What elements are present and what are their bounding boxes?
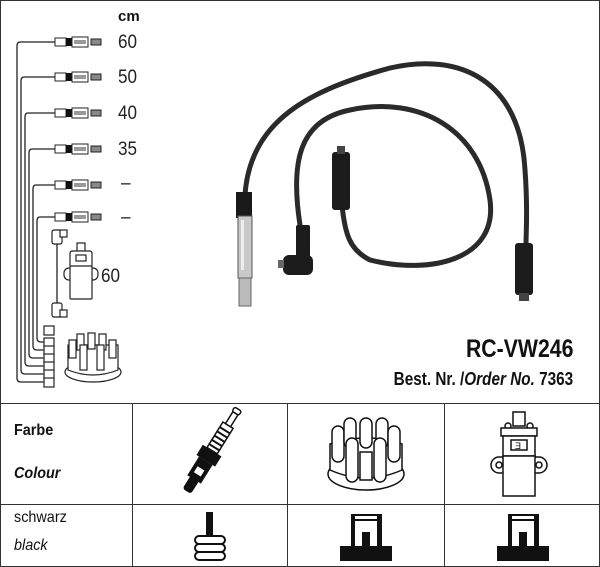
lead-length-4: 35 bbox=[118, 139, 138, 160]
straight-spark-plug-connector bbox=[236, 192, 253, 307]
small-ignition-coil-icon bbox=[63, 242, 99, 300]
distributor-connector-icon bbox=[340, 513, 392, 561]
svg-text:Ǝ: Ǝ bbox=[515, 441, 521, 451]
lead-wire-3 bbox=[24, 112, 55, 367]
lead-schematic bbox=[16, 36, 122, 388]
lead-wire-5 bbox=[32, 184, 55, 351]
coil-connector-cell bbox=[444, 504, 600, 567]
angled-spark-plug-connector bbox=[278, 225, 313, 275]
colour-value-en: black bbox=[14, 537, 48, 554]
short-lead-cable bbox=[294, 104, 494, 268]
lead-wire-6 bbox=[36, 216, 55, 343]
spark-plug-connector-icon bbox=[194, 511, 226, 561]
spark-plug-icon bbox=[183, 406, 242, 493]
lead-wire-2 bbox=[20, 76, 55, 375]
coil-connector-icon bbox=[497, 513, 549, 561]
distributor-connector-long-lead bbox=[515, 243, 533, 301]
distributor-cap-icon bbox=[327, 417, 405, 491]
order-number: 7363 bbox=[538, 369, 573, 389]
coil-connector-short-lead bbox=[332, 146, 350, 210]
product-code: RC-VW246 bbox=[465, 335, 573, 363]
lead-length-2: 50 bbox=[118, 67, 138, 88]
colour-header-cell: Farbe Colour bbox=[0, 403, 133, 505]
table-row: schwarz black bbox=[0, 504, 600, 567]
order-number-line: Best. Nr. /Order No. 7363 bbox=[394, 369, 573, 390]
colour-header-en: Colour bbox=[14, 465, 61, 482]
spark-plug-header-cell bbox=[132, 403, 288, 505]
colour-value-de: schwarz bbox=[14, 509, 67, 526]
colour-table: Farbe Colour bbox=[0, 403, 600, 567]
table-header-row: Farbe Colour bbox=[0, 403, 600, 505]
lead-set-diagram: cm bbox=[16, 8, 573, 390]
unit-label: cm bbox=[118, 8, 140, 25]
coil-lead-plugs bbox=[51, 229, 68, 318]
order-prefix-de: Best. Nr. bbox=[393, 369, 456, 389]
terminal-boots bbox=[43, 325, 55, 388]
ignition-leads-photo bbox=[236, 61, 533, 307]
distributor-cap-header-cell bbox=[287, 403, 445, 505]
spark-plug-connector-cell bbox=[132, 504, 288, 567]
lead-length-1: 60 bbox=[118, 32, 138, 53]
order-separator: / bbox=[459, 369, 465, 389]
order-label-en: Order No. bbox=[464, 369, 535, 389]
lead-length-6: – bbox=[121, 207, 131, 228]
small-distributor-cap-icon bbox=[64, 332, 122, 383]
long-lead-cable bbox=[242, 61, 530, 248]
colour-header-de: Farbe bbox=[14, 422, 54, 439]
coil-lead-length: 60 bbox=[101, 266, 121, 287]
colour-value-cell: schwarz black bbox=[0, 504, 133, 567]
lead-wire-4 bbox=[28, 148, 55, 359]
lead-wire-1 bbox=[16, 41, 55, 383]
ignition-coil-header-cell: Ǝ bbox=[444, 403, 600, 505]
lead-length-3: 40 bbox=[118, 103, 138, 124]
distributor-connector-cell bbox=[287, 504, 445, 567]
lead-connectors bbox=[54, 36, 102, 223]
lead-length-5: – bbox=[121, 173, 131, 194]
ignition-coil-icon: Ǝ bbox=[490, 411, 548, 497]
